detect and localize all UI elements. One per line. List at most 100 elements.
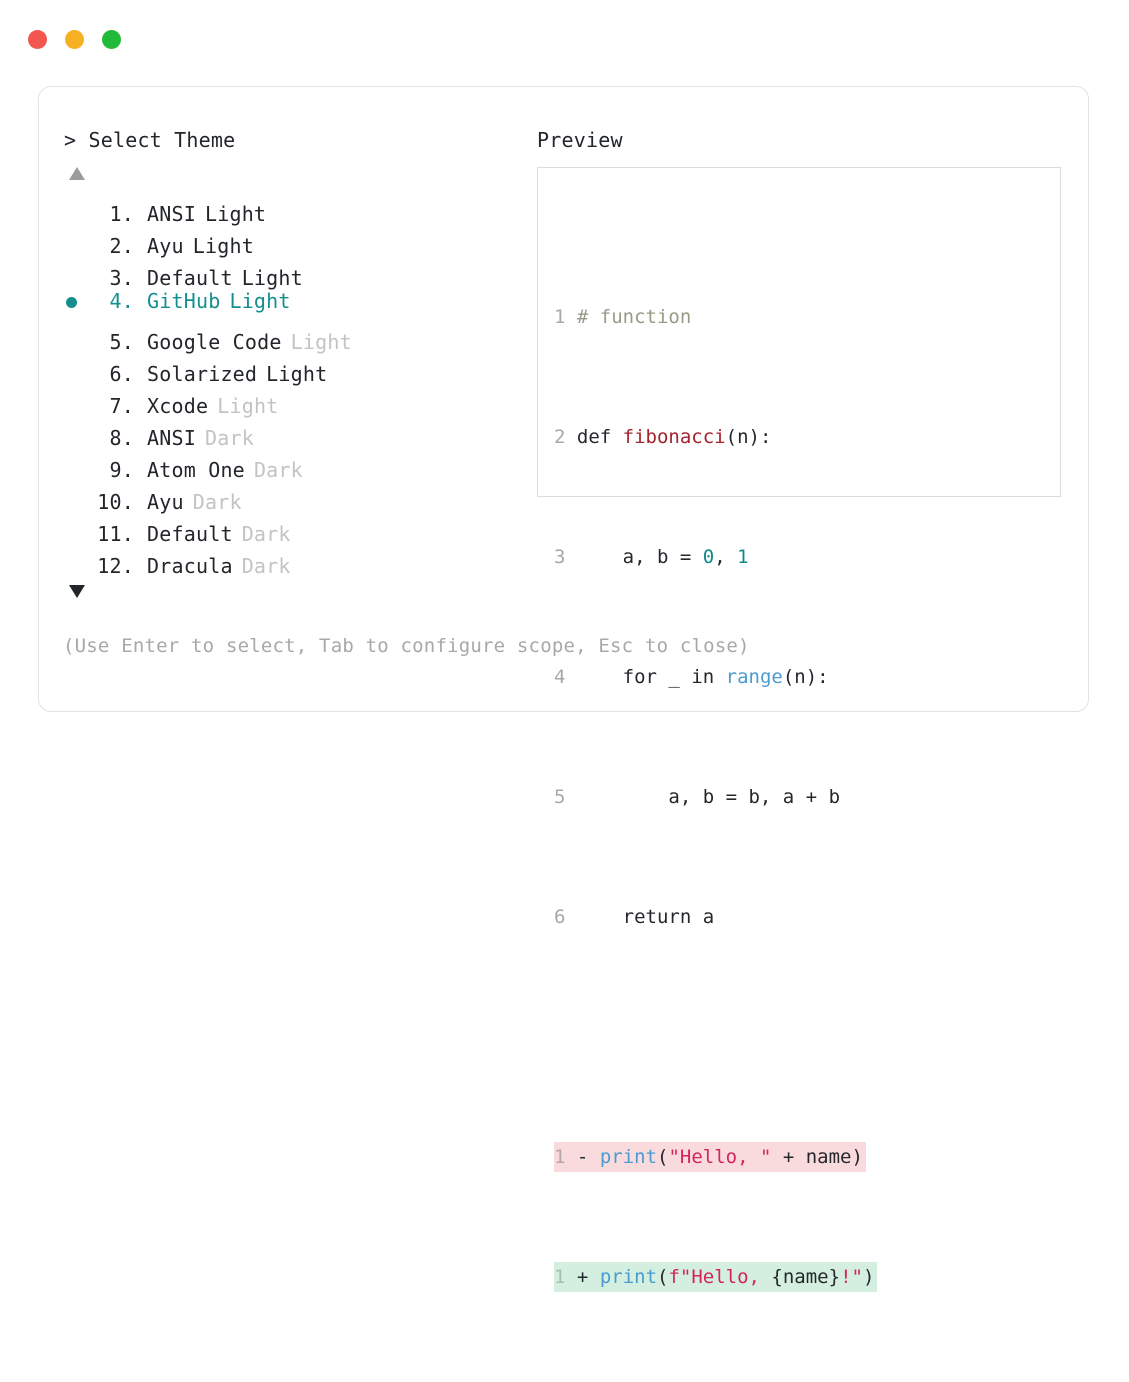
- code-token-punct: ,: [714, 546, 738, 568]
- code-token-punct: (: [657, 1266, 669, 1288]
- code-token-comment: # function: [576, 306, 692, 328]
- code-line: 3 a, b = 0, 1: [554, 542, 877, 572]
- list-item-variant: Dark: [192, 490, 242, 514]
- selection-bullet-slot: [64, 541, 92, 573]
- list-item[interactable]: 12. Dracula Dark: [64, 541, 534, 578]
- code-token-keyword: return a: [576, 906, 715, 928]
- list-item-name: Dracula: [147, 554, 233, 578]
- list-item[interactable]: 11. Default Dark: [64, 509, 534, 546]
- selection-bullet-icon: [66, 297, 77, 308]
- code-token-punct: (: [657, 1146, 669, 1168]
- preview-panel: 1 # function 2 def fibonacci(n): 3 a, b …: [537, 167, 1061, 1292]
- list-item-variant: Dark: [204, 426, 254, 450]
- list-item-index: 4.: [109, 289, 134, 313]
- minimize-dot[interactable]: [65, 30, 84, 49]
- list-item-index: 7.: [109, 394, 134, 418]
- list-item-name: Google Code: [147, 330, 282, 354]
- line-number: 5: [554, 786, 566, 808]
- list-item-variant: Light: [192, 234, 254, 258]
- list-item-variant: Light: [241, 266, 303, 290]
- code-token-punct: ): [862, 1266, 875, 1288]
- diff-line-deletion: 1 - print("Hello, " + name): [554, 1142, 877, 1172]
- list-item-index: 12.: [97, 554, 134, 578]
- maximize-dot[interactable]: [102, 30, 121, 49]
- list-item[interactable]: 7. Xcode Light: [64, 381, 534, 418]
- list-item[interactable]: 1. ANSI Light: [64, 189, 534, 226]
- scroll-up-arrow-icon[interactable]: [69, 167, 85, 180]
- line-number: 6: [554, 906, 566, 928]
- selection-bullet-slot: [64, 413, 92, 445]
- line-number: 2: [554, 426, 566, 448]
- code-token-function: fibonacci: [622, 426, 726, 448]
- list-item-index: 11.: [97, 522, 134, 546]
- window-controls: [28, 30, 121, 49]
- scroll-down-arrow-icon[interactable]: [69, 585, 85, 598]
- list-item-index: 1.: [109, 202, 134, 226]
- selection-bullet-slot: [64, 381, 92, 413]
- selection-bullet-slot: [64, 509, 92, 541]
- list-item-variant: Light: [229, 289, 291, 313]
- selection-bullet-slot: [64, 477, 92, 509]
- list-item[interactable]: 3. Default Light: [64, 253, 534, 290]
- list-item-name: Ayu: [147, 490, 184, 514]
- theme-list-column: > Select Theme 1. ANSI Light 2. Ayu Ligh…: [64, 125, 534, 598]
- list-item[interactable]: 9. Atom One Dark: [64, 445, 534, 482]
- code-token-plain: a, b =: [576, 546, 703, 568]
- code-preview: 1 # function 2 def fibonacci(n): 3 a, b …: [554, 212, 878, 1382]
- code-line: 4 for _ in range(n):: [554, 662, 877, 692]
- list-item-variant: Light: [204, 202, 267, 226]
- selection-bullet-slot: [64, 317, 92, 349]
- diff-sign: +: [576, 1266, 589, 1288]
- list-item-index: 3.: [109, 266, 134, 290]
- list-item-name: GitHub: [147, 289, 221, 313]
- theme-list: 1. ANSI Light 2. Ayu Light 3. Default Li…: [64, 189, 534, 578]
- list-item-name: ANSI: [147, 202, 196, 226]
- list-item-index: 5.: [109, 330, 134, 354]
- code-token-interpolation: {name}: [771, 1266, 841, 1288]
- list-item-selected[interactable]: 4. GitHub Light: [64, 285, 534, 317]
- code-token-plain: a, b = b, a + b: [576, 786, 841, 808]
- code-token-number: 1: [737, 546, 749, 568]
- selection-bullet-slot: [64, 287, 92, 319]
- list-item-variant: Light: [217, 394, 279, 418]
- code-token-keyword: def: [576, 426, 623, 448]
- code-line: 1 # function: [554, 302, 877, 332]
- line-number: 3: [554, 546, 566, 568]
- list-item-index: 6.: [109, 362, 134, 386]
- list-item[interactable]: 6. Solarized Light: [64, 349, 534, 386]
- code-token-string: "Hello, ": [668, 1146, 772, 1168]
- code-token-string: !": [840, 1266, 863, 1288]
- list-item-variant: Dark: [253, 458, 303, 482]
- line-number: 1: [554, 1146, 566, 1168]
- diff-addition-highlight: 1 + print(f"Hello, {name}!"): [554, 1262, 878, 1292]
- list-item-name: Xcode: [147, 394, 209, 418]
- code-token-builtin: print: [599, 1266, 658, 1288]
- diff-deletion-highlight: 1 - print("Hello, " + name): [554, 1142, 866, 1172]
- code-token-number: 0: [702, 546, 715, 568]
- list-item-variant: Light: [290, 330, 352, 354]
- list-item-name: ANSI: [147, 426, 196, 450]
- theme-selector-card: > Select Theme 1. ANSI Light 2. Ayu Ligh…: [38, 86, 1089, 1292]
- code-line: 2 def fibonacci(n):: [554, 422, 877, 452]
- list-item-index: 8.: [109, 426, 134, 450]
- selection-bullet-slot: [64, 189, 92, 221]
- code-token-keyword: for _ in: [576, 666, 726, 688]
- code-line: 5 a, b = b, a + b: [554, 782, 877, 812]
- selection-bullet-slot: [64, 221, 92, 253]
- code-line: 6 return a: [554, 902, 877, 932]
- page-title: > Select Theme: [64, 128, 236, 152]
- keyboard-hint: (Use Enter to select, Tab to configure s…: [63, 635, 750, 657]
- code-token-punct: (n):: [725, 426, 772, 448]
- list-item-name: Solarized: [147, 362, 258, 386]
- code-line-blank: [554, 1022, 877, 1052]
- list-item[interactable]: 5. Google Code Light: [64, 317, 534, 354]
- list-item[interactable]: 10. Ayu Dark: [64, 477, 534, 514]
- list-item-name: Default: [147, 522, 233, 546]
- close-dot[interactable]: [28, 30, 47, 49]
- code-token-builtin: range: [725, 666, 783, 688]
- list-item-name: Ayu: [147, 234, 184, 258]
- selection-bullet-slot: [64, 349, 92, 381]
- diff-line-addition: 1 + print(f"Hello, {name}!"): [554, 1262, 878, 1292]
- list-item[interactable]: 8. ANSI Dark: [64, 413, 534, 450]
- list-item[interactable]: 2. Ayu Light: [64, 221, 534, 258]
